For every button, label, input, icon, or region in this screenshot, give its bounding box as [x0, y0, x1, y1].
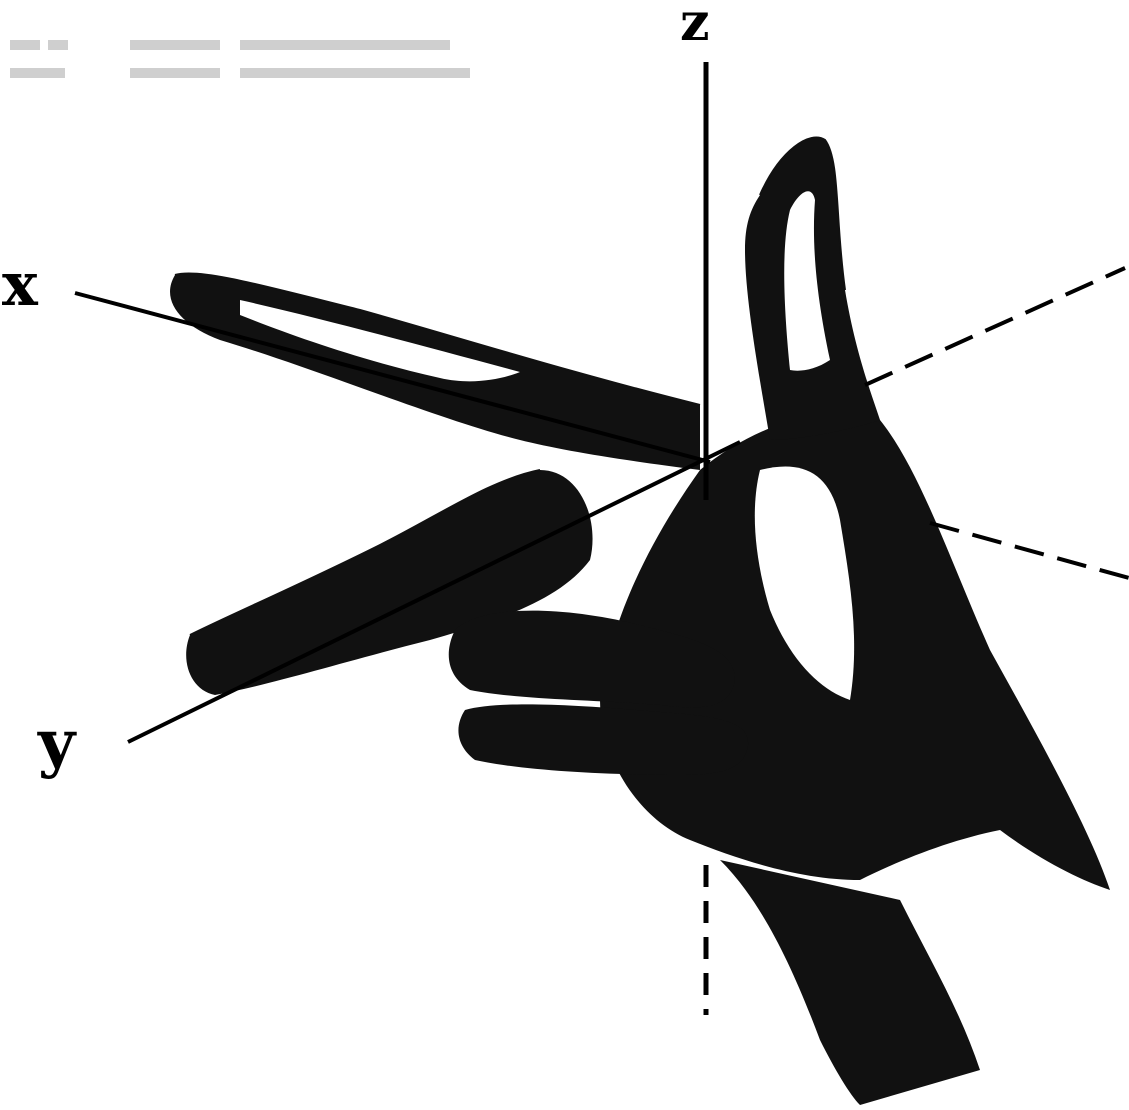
x-axis-dashed [930, 523, 1129, 578]
y-axis-label: y [37, 706, 77, 781]
z-axis-label: z [680, 0, 710, 53]
faint-bleedthrough-text [10, 40, 470, 78]
hand-illustration [170, 137, 1110, 1105]
wrist-shape [720, 860, 980, 1105]
x-axis-label: x [2, 250, 39, 320]
y-axis-dashed [865, 268, 1125, 385]
axis-lines [75, 62, 1129, 1015]
